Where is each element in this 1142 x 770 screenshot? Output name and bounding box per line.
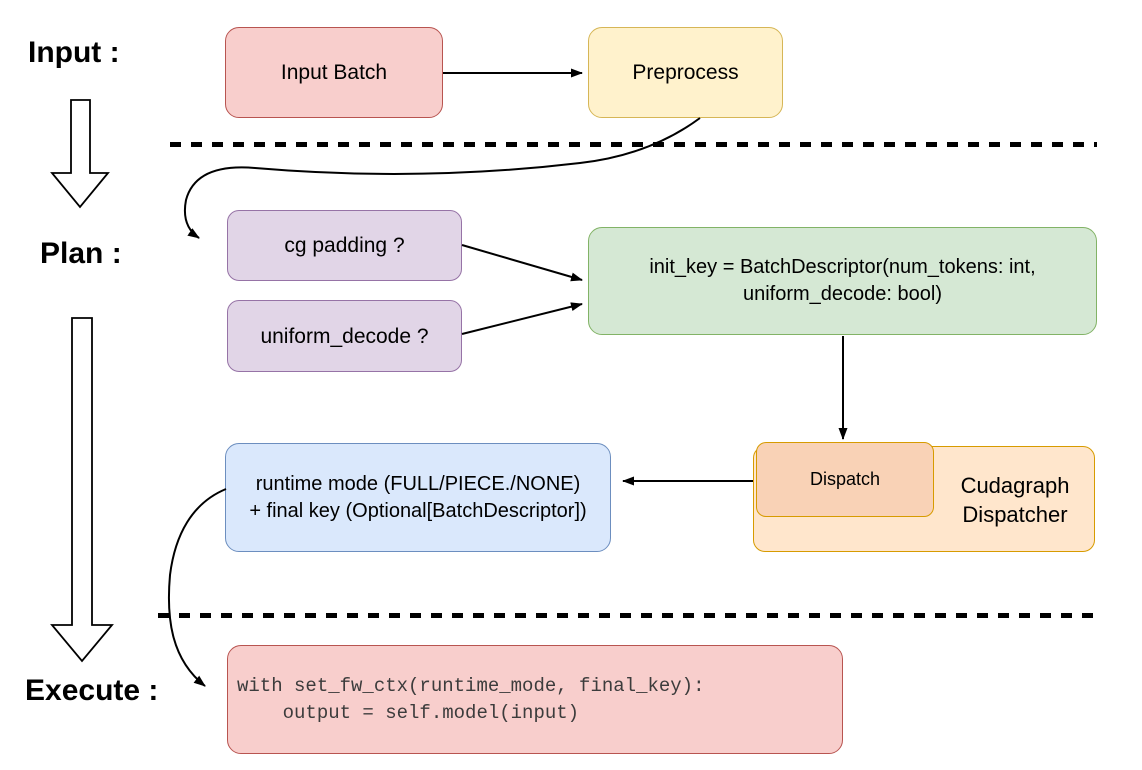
node-execute-code: with set_fw_ctx(runtime_mode, final_key)…	[227, 645, 843, 754]
separator-plan-execute	[158, 613, 1097, 618]
arrow-cgpadding-to-initkey	[461, 244, 583, 282]
node-runtime-mode-line1: runtime mode (FULL/PIECE./NONE)	[255, 472, 581, 495]
stage-label-execute: Execute :	[25, 674, 159, 707]
node-init-key-line2: uniform_decode: bool)	[742, 283, 942, 305]
cudagraph-line2: Dispatcher	[962, 502, 1068, 527]
node-runtime-mode: runtime mode (FULL/PIECE./NONE) + final …	[225, 443, 611, 552]
node-cudagraph-dispatcher-label: Cudagraph Dispatcher	[934, 447, 1096, 553]
node-uniform-decode: uniform_decode ?	[227, 300, 462, 372]
node-input-batch: Input Batch	[225, 27, 443, 118]
plan-to-execute-arrow	[50, 317, 114, 663]
stage-label-plan: Plan :	[40, 237, 122, 270]
node-preprocess: Preprocess	[588, 27, 783, 118]
separator-input-plan	[170, 142, 1097, 147]
node-cg-padding-label: cg padding ?	[284, 234, 405, 257]
cudagraph-line1: Cudagraph	[960, 473, 1070, 498]
node-runtime-mode-line2: + final key (Optional[BatchDescriptor])	[249, 499, 587, 522]
node-init-key-line1: init_key = BatchDescriptor(num_tokens: i…	[649, 256, 1036, 278]
node-input-batch-label: Input Batch	[280, 61, 388, 84]
execute-code-line1: with set_fw_ctx(runtime_mode, final_key)…	[237, 674, 705, 697]
node-preprocess-label: Preprocess	[632, 61, 739, 84]
node-dispatch: Dispatch	[756, 442, 934, 517]
stage-label-input: Input :	[28, 36, 120, 69]
node-init-key: init_key = BatchDescriptor(num_tokens: i…	[588, 227, 1097, 335]
node-cg-padding: cg padding ?	[227, 210, 462, 281]
node-uniform-decode-label: uniform_decode ?	[260, 324, 429, 348]
node-dispatch-label: Dispatch	[809, 469, 881, 489]
arrow-runtime-to-executecode	[167, 488, 227, 687]
arrow-uniformdecode-to-initkey	[461, 302, 583, 335]
execute-code-line2: output = self.model(input)	[237, 701, 580, 724]
input-to-plan-arrow	[50, 99, 110, 209]
